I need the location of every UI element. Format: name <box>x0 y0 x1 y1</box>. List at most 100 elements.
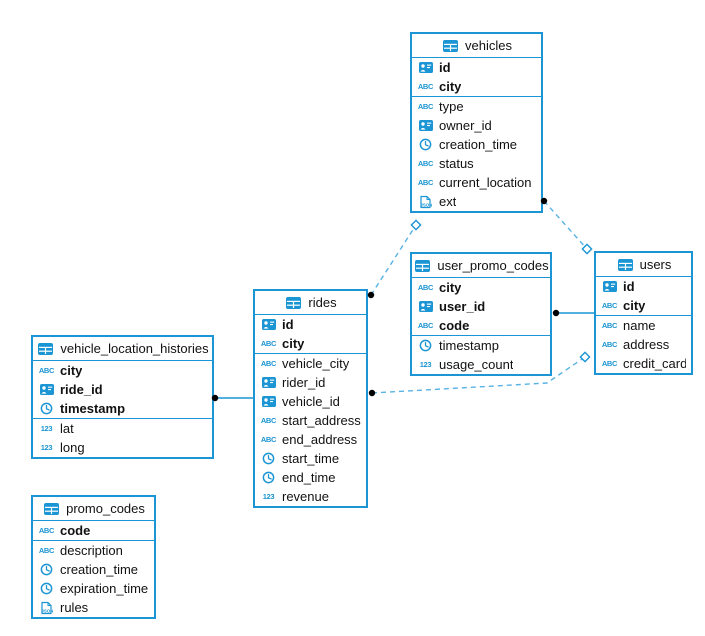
column-name: ext <box>439 194 457 209</box>
column-row-end_time[interactable]: end_time <box>255 468 366 487</box>
id-icon <box>37 384 56 395</box>
id-icon <box>600 281 619 292</box>
table-icon <box>616 258 635 271</box>
table-header[interactable]: user_promo_codes <box>412 254 550 278</box>
text-icon: ABC <box>601 340 618 349</box>
json-icon: JSON <box>416 195 435 209</box>
text-icon: ABC <box>417 283 434 292</box>
column-row-timestamp[interactable]: timestamp <box>412 336 550 355</box>
column-row-start_time[interactable]: start_time <box>255 449 366 468</box>
column-name: id <box>439 60 451 75</box>
relation-endpoint-dot <box>368 389 376 397</box>
table-header[interactable]: users <box>596 253 691 277</box>
column-row-rider_id[interactable]: rider_id <box>255 373 366 392</box>
column-row-ext[interactable]: JSON ext <box>412 192 541 211</box>
column-name: expiration_time <box>60 581 149 596</box>
column-name: usage_count <box>439 357 514 372</box>
key-separator <box>33 418 212 419</box>
svg-text:JSON: JSON <box>41 608 53 613</box>
table-header[interactable]: promo_codes <box>33 497 154 521</box>
id-icon <box>259 319 278 330</box>
json-icon: JSON <box>37 601 56 615</box>
column-name: vehicle_city <box>282 356 350 371</box>
column-name: creation_time <box>60 562 139 577</box>
relation-endpoint-diamond <box>581 243 593 255</box>
column-name: city <box>282 336 305 351</box>
column-row-creation_time[interactable]: creation_time <box>33 560 154 579</box>
column-row-owner_id[interactable]: owner_id <box>412 116 541 135</box>
clock-icon <box>259 452 278 465</box>
text-icon: ABC <box>417 321 434 330</box>
column-row-ride_id[interactable]: ride_id <box>33 380 212 399</box>
column-row-vehicle_id[interactable]: vehicle_id <box>255 392 366 411</box>
id-icon <box>416 120 435 131</box>
column-name: credit_card <box>623 356 686 371</box>
table-icon <box>441 39 460 52</box>
column-name: id <box>282 317 294 332</box>
num-icon: 123 <box>40 424 53 433</box>
column-name: creation_time <box>439 137 518 152</box>
column-row-user_id[interactable]: user_id <box>412 297 550 316</box>
table-header[interactable]: vehicles <box>412 34 541 58</box>
column-name: rider_id <box>282 375 326 390</box>
text-icon: ABC <box>38 546 55 555</box>
relation-endpoint-diamond <box>410 219 422 231</box>
table-title: users <box>639 257 672 272</box>
column-name: code <box>60 523 91 538</box>
text-icon: ABC <box>601 359 618 368</box>
column-name: owner_id <box>439 118 492 133</box>
column-row-expiration_time[interactable]: expiration_time <box>33 579 154 598</box>
table-title: rides <box>308 295 337 310</box>
column-row-creation_time[interactable]: creation_time <box>412 135 541 154</box>
column-name: city <box>60 363 83 378</box>
column-name: end_address <box>282 432 358 447</box>
column-name: vehicle_id <box>282 394 340 409</box>
table-icon <box>36 342 55 355</box>
relation-vehicles-users[interactable] <box>543 200 588 250</box>
key-separator <box>255 353 366 354</box>
id-icon <box>416 62 435 73</box>
column-row-id[interactable]: id <box>255 315 366 334</box>
column-name: type <box>439 99 464 114</box>
column-row-city[interactable]: ABC city <box>255 334 366 353</box>
table-header[interactable]: vehicle_location_histories <box>33 337 212 361</box>
column-row-credit_card[interactable]: ABC credit_card <box>596 354 691 373</box>
clock-icon <box>37 582 56 595</box>
id-icon <box>259 377 278 388</box>
column-row-id[interactable]: id <box>412 58 541 77</box>
text-icon: ABC <box>260 416 277 425</box>
table-header[interactable]: rides <box>255 291 366 315</box>
clock-icon <box>259 471 278 484</box>
column-row-timestamp[interactable]: timestamp <box>33 399 212 418</box>
column-name: city <box>623 298 646 313</box>
column-row-id[interactable]: id <box>596 277 691 296</box>
table-icon <box>284 296 303 309</box>
text-icon: ABC <box>260 339 277 348</box>
